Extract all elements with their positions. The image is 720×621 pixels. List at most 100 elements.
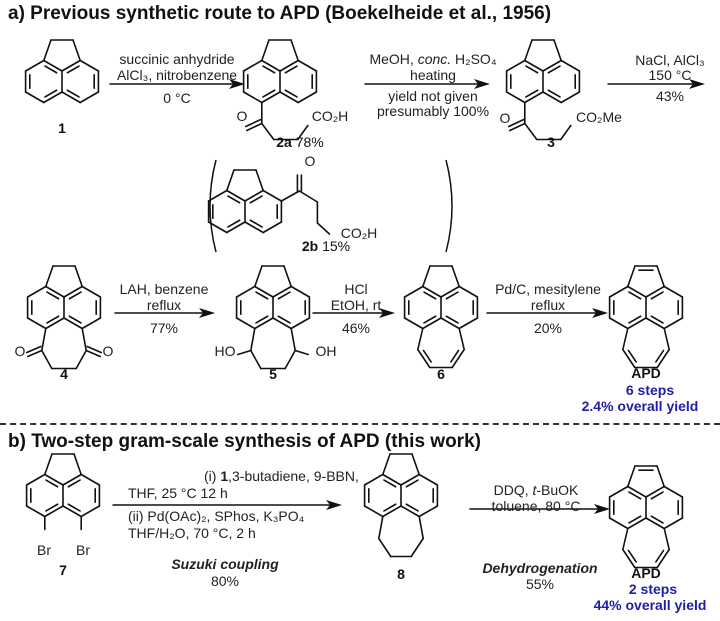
ring-bond — [663, 517, 684, 530]
bond — [316, 222, 331, 235]
ring-bond — [418, 505, 439, 518]
compound-2b-label: 2b 15% — [301, 238, 351, 254]
ring-bond — [279, 91, 300, 104]
double-bond — [68, 291, 82, 300]
double-bond — [423, 315, 437, 324]
double-bond — [383, 479, 397, 488]
ring-bond — [403, 317, 424, 330]
ring-bond — [260, 91, 281, 104]
ring-bond — [381, 453, 391, 476]
ring-bond — [24, 59, 45, 72]
bond — [656, 348, 671, 369]
bond — [416, 327, 424, 351]
step3-reagent-2: 150 °C — [648, 67, 692, 83]
ring-bond — [43, 505, 64, 518]
bond — [250, 327, 256, 352]
double-bond — [277, 315, 291, 324]
co2me-group: CO₂Me — [576, 109, 622, 125]
ring-bond — [26, 317, 47, 330]
ring-bond — [523, 39, 533, 62]
step4-yield: 77% — [149, 320, 179, 336]
double-bond — [284, 89, 298, 98]
ring-bond — [400, 505, 421, 518]
ring-bond — [254, 285, 274, 298]
double-bond — [262, 89, 276, 98]
ring-bond — [81, 285, 102, 298]
step-b2-reagent-2: toluene, 80 °C — [491, 498, 581, 514]
ring-bond — [260, 59, 281, 72]
bromo-left: Br — [37, 542, 51, 558]
step2-note-2: presumably 100% — [376, 103, 490, 119]
double-bond — [650, 291, 664, 300]
double-bond — [525, 89, 539, 98]
double-bond — [445, 291, 459, 300]
ring-bond — [663, 285, 684, 298]
ring-bond — [560, 59, 581, 72]
double-bond — [44, 89, 58, 98]
double-bond — [628, 291, 642, 300]
ring-bond — [663, 317, 684, 330]
double-bond — [45, 503, 59, 512]
bond — [508, 122, 526, 132]
step-b1-reagent-4: THF/H₂O, 70 °C, 2 h — [128, 525, 256, 541]
bond — [245, 118, 262, 128]
step-b2-yield: 55% — [525, 576, 555, 592]
step6-yield: 20% — [533, 320, 563, 336]
step-b2-reagent-1: DDQ, t-BuOK — [493, 482, 579, 498]
apd-label-b: APD — [631, 565, 661, 581]
double-bond — [255, 291, 269, 300]
bond — [663, 327, 671, 351]
ring-bond — [43, 453, 53, 476]
ring-bond — [272, 317, 293, 330]
ring-bond — [626, 485, 647, 498]
ring-bond — [608, 317, 629, 330]
ring-bond — [458, 317, 479, 330]
hydroxy-right: OH — [315, 343, 337, 359]
ring-bond — [626, 265, 636, 288]
ring-bond — [421, 285, 442, 298]
ring-bond — [26, 285, 47, 298]
ring-bond — [290, 39, 300, 62]
bond — [523, 122, 538, 141]
ring-bond — [283, 265, 293, 288]
ring-bond — [458, 285, 479, 298]
bond — [40, 349, 53, 370]
double-bond — [227, 219, 241, 228]
bond — [298, 190, 319, 203]
ring-bond — [43, 473, 64, 486]
ketone-o-2b: O — [304, 153, 316, 169]
ring-bond — [400, 473, 421, 486]
bond — [458, 327, 466, 351]
ring-bond — [505, 91, 526, 104]
ring-bond — [254, 317, 274, 330]
double-bond — [262, 65, 276, 74]
ring-bond — [560, 91, 581, 104]
double-bond — [627, 349, 637, 363]
ring-bond — [72, 39, 81, 62]
ring-bond — [656, 465, 666, 488]
ring-bond — [63, 317, 83, 330]
ring-bond — [451, 265, 461, 288]
ring-bond — [44, 265, 54, 288]
ketone-o: O — [236, 108, 248, 124]
double-bond — [650, 491, 664, 500]
ring-bond — [645, 517, 666, 530]
bond — [416, 348, 431, 369]
double-bond — [628, 515, 642, 524]
arrow-step1-head — [229, 79, 245, 89]
double-bond — [68, 315, 82, 324]
double-bond — [525, 65, 539, 74]
bond — [507, 118, 525, 128]
step5-reagent-1: HCl — [344, 281, 368, 297]
step6-reagent-2: reflux — [530, 297, 566, 313]
bond — [451, 348, 466, 369]
apd-label-a: APD — [631, 365, 661, 381]
summary-yield-b: 44% overall yield — [593, 597, 707, 613]
double-bond — [405, 503, 419, 512]
ring-bond — [80, 473, 101, 486]
arrow-step-b1-head — [326, 500, 342, 510]
bond — [250, 349, 262, 370]
ketone-o-right: O — [102, 343, 114, 359]
ring-bond — [421, 265, 431, 288]
